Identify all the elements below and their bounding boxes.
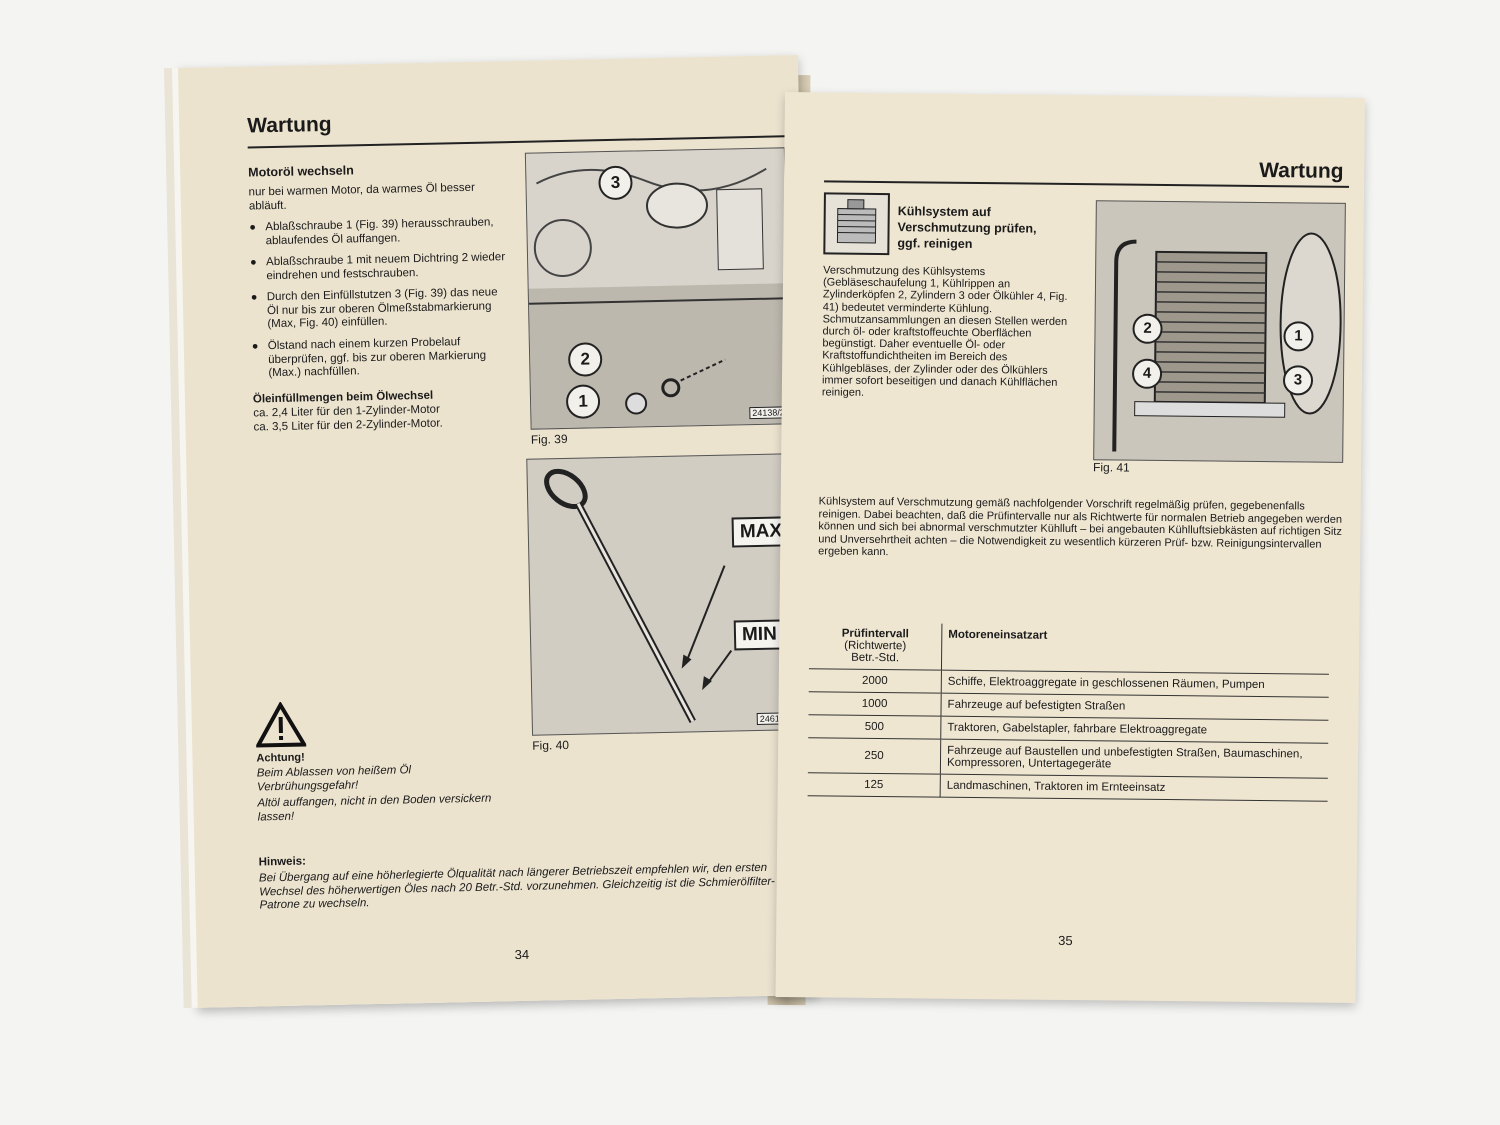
note-heading: Hinweis: — [258, 855, 307, 869]
figure-39-engine-drawing: 3 2 1 24138/2 — [524, 147, 791, 430]
figure-caption: Fig. 41 — [1093, 460, 1130, 475]
header-interval: Prüfintervall (Richtwerte) Betr.-Std. — [808, 622, 942, 671]
header-interval-unit: Betr.-Std. — [851, 651, 900, 665]
page-right: Wartung Kühlsystem auf Verschmutzung prü… — [775, 92, 1365, 1004]
inspection-interval-table: Prüfintervall (Richtwerte) Betr.-Std. Mo… — [807, 622, 1330, 802]
interval-cell: 125 — [807, 772, 941, 798]
section-heading-line: Kühlsystem auf — [897, 204, 991, 220]
warning-heading: Achtung! — [256, 751, 305, 765]
callout-2: 2 — [1132, 313, 1163, 344]
page-number: 34 — [514, 946, 530, 963]
cooling-system-icon — [823, 192, 890, 256]
section-heading: Motoröl wechseln — [248, 163, 354, 180]
bullet-item: Ablaßschraube 1 (Fig. 39) herausschraube… — [249, 216, 506, 248]
dipstick-illustration — [544, 468, 733, 723]
usage-cell: Landmaschinen, Traktoren im Ernteeinsatz — [940, 774, 1328, 802]
bullet-item: Durch den Einfüllstutzen 3 (Fig. 39) das… — [251, 286, 508, 332]
page-title: Wartung — [1259, 158, 1344, 183]
page-number: 35 — [1058, 932, 1073, 949]
section-heading: Kühlsystem auf Verschmutzung prüfen, ggf… — [897, 203, 1036, 252]
min-marker-label: MIN — [733, 619, 786, 651]
interval-cell: 250 — [807, 737, 941, 775]
table-header-row: Prüfintervall (Richtwerte) Betr.-Std. Mo… — [808, 622, 1329, 674]
interval-cell: 2000 — [808, 668, 942, 694]
intro-text: nur bei warmen Motor, da warmes Öl besse… — [248, 181, 475, 213]
fill-line: ca. 3,5 Liter für den 2-Zylinder-Motor. — [253, 417, 443, 434]
body-text: Verschmutzung des Kühlsystems (Gebläsesc… — [821, 264, 1068, 399]
header-usage: Motoreneinsatzart — [948, 628, 1048, 642]
table-row: 125 Landmaschinen, Traktoren im Ernteein… — [807, 772, 1328, 802]
warning-text: Altöl auffangen, nicht in den Boden vers… — [257, 792, 492, 823]
section-heading-line: Verschmutzung prüfen, — [897, 220, 1037, 236]
interval-paragraph: Kühlsystem auf Verschmutzung gemäß nachf… — [818, 495, 1343, 559]
page-title: Wartung — [246, 112, 332, 138]
section-heading-line: ggf. reinigen — [897, 236, 973, 251]
interval-cell: 1000 — [808, 691, 942, 717]
warning-triangle-icon — [255, 701, 307, 748]
table-row: 250 Fahrzeuge auf Baustellen und unbefes… — [807, 737, 1329, 779]
callout-3: 3 — [1282, 365, 1314, 396]
callout-4: 4 — [1131, 358, 1163, 389]
figure-41-cooling-drawing: 2 1 4 3 — [1093, 200, 1346, 463]
bullet-item: Ölstand nach einem kurzen Probelauf über… — [252, 335, 509, 381]
engine-illustration — [525, 148, 790, 429]
page-left: Wartung Motoröl wechseln nur bei warmen … — [178, 55, 818, 1008]
figure-caption: Fig. 40 — [532, 737, 570, 753]
title-rule — [247, 135, 785, 149]
usage-cell: Fahrzeuge auf Baustellen und unbefestigt… — [940, 739, 1329, 779]
interval-cell: 500 — [808, 714, 941, 740]
figure-40-dipstick-drawing: MAX MIN 24614 — [526, 453, 797, 736]
figure-caption: Fig. 39 — [530, 431, 568, 447]
warning-text: Beim Ablassen von heißem Öl Verbrühungsg… — [256, 764, 412, 794]
note-text: Bei Übergang auf eine höherlegierte Ölqu… — [258, 861, 775, 912]
bullet-item: Ablaßschraube 1 mit neuem Dichtring 2 wi… — [250, 251, 507, 283]
callout-1: 1 — [1283, 321, 1314, 352]
